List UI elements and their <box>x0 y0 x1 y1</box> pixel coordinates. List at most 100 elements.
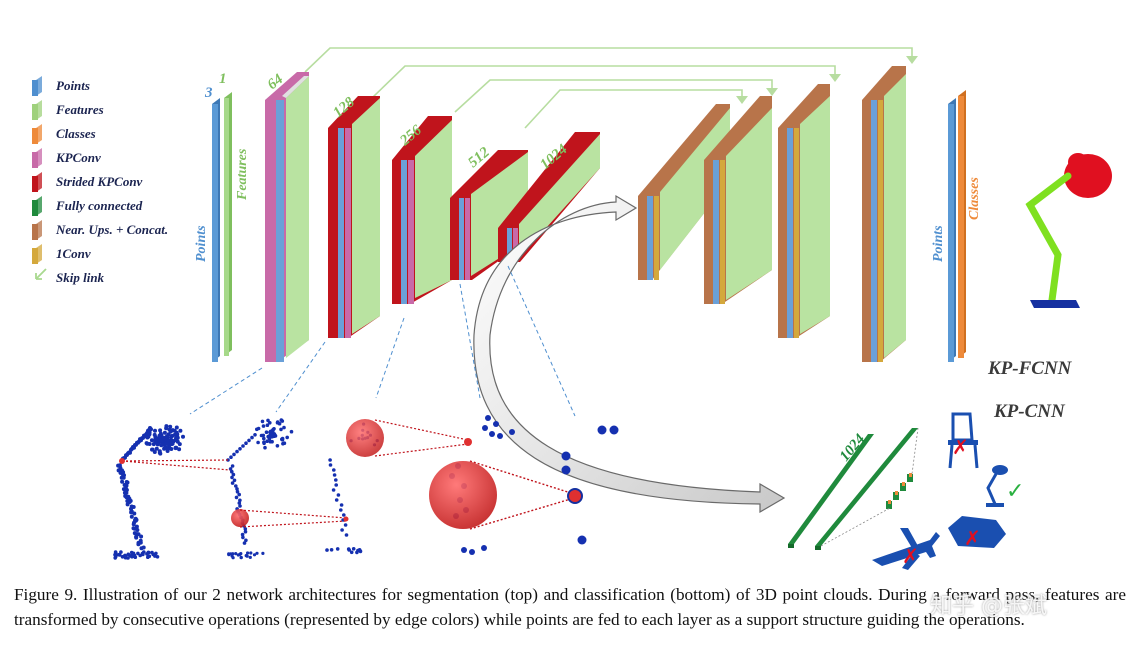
point <box>328 463 333 467</box>
point <box>489 431 495 437</box>
point <box>230 464 235 468</box>
point <box>132 511 137 516</box>
point <box>469 549 475 555</box>
point <box>149 438 154 443</box>
stage-256-block <box>392 116 452 304</box>
point <box>270 439 274 444</box>
point <box>125 502 130 507</box>
point <box>245 554 249 558</box>
point <box>346 547 351 551</box>
point <box>168 424 173 429</box>
point <box>561 451 571 461</box>
point <box>325 548 329 552</box>
point <box>173 445 178 450</box>
point <box>357 548 362 552</box>
kp-cnn-label: KP-CNN <box>993 401 1066 422</box>
point <box>461 547 467 553</box>
point <box>154 551 158 556</box>
skip-links <box>304 47 918 129</box>
point <box>285 435 290 440</box>
point <box>264 430 269 435</box>
decoder-block-4 <box>862 66 906 362</box>
point <box>344 533 349 537</box>
point <box>334 498 339 502</box>
point <box>129 550 134 555</box>
point <box>226 458 230 462</box>
point <box>113 556 117 560</box>
point <box>145 435 150 440</box>
point <box>247 438 251 443</box>
car-icon: ✗ <box>948 516 1006 550</box>
legend-label: Fully connected <box>55 198 143 213</box>
figure-caption: Figure 9. Illustration of our 2 network … <box>14 585 1126 629</box>
point <box>237 501 242 505</box>
point <box>169 447 174 451</box>
point <box>229 552 233 556</box>
point <box>273 434 278 438</box>
point <box>256 426 261 431</box>
point <box>147 442 152 446</box>
point <box>119 550 123 554</box>
point <box>249 551 253 555</box>
point <box>157 433 162 438</box>
point <box>119 475 124 480</box>
point <box>493 421 499 427</box>
watermark: 知乎 @张斌 <box>930 594 1047 619</box>
point <box>232 452 236 457</box>
point <box>162 430 167 435</box>
chair-icon: ✗ <box>948 412 979 469</box>
point <box>336 493 341 497</box>
point <box>165 434 169 439</box>
svg-text:✗: ✗ <box>964 526 981 550</box>
skip-link-swatch <box>35 268 47 280</box>
point <box>253 433 257 437</box>
point <box>164 441 169 446</box>
legend-item: Skip link <box>35 268 105 285</box>
point <box>597 425 607 435</box>
point <box>334 478 338 482</box>
point <box>238 504 242 508</box>
point <box>170 441 175 446</box>
input-features-dim: 1 <box>219 71 227 87</box>
legend-swatch <box>32 176 38 192</box>
point <box>128 450 132 455</box>
point <box>485 415 491 421</box>
point <box>178 428 183 433</box>
point <box>339 503 344 507</box>
point <box>343 523 348 527</box>
point <box>173 438 178 442</box>
legend-item: Strided KPConv <box>32 172 143 192</box>
point <box>289 429 294 434</box>
point <box>242 541 247 545</box>
point <box>169 434 174 439</box>
point <box>231 472 236 477</box>
point <box>340 528 344 532</box>
point <box>123 553 127 558</box>
point <box>263 445 267 450</box>
point <box>164 445 169 450</box>
point <box>248 555 252 560</box>
encoder: 3 1 Points Features 64 128 <box>194 71 600 362</box>
point <box>262 436 266 441</box>
point <box>332 473 337 477</box>
point <box>120 479 125 484</box>
point <box>153 428 157 433</box>
point <box>154 439 158 444</box>
kernel-support <box>119 419 583 530</box>
point <box>275 420 280 424</box>
point <box>230 469 234 474</box>
input-points-dim: 3 <box>204 85 213 101</box>
point <box>234 484 238 488</box>
legend-label: KPConv <box>55 150 101 165</box>
point <box>238 447 242 451</box>
point <box>280 419 285 423</box>
point <box>124 490 129 495</box>
point <box>250 435 254 440</box>
input-points-label: Points <box>194 225 209 262</box>
point <box>262 440 266 445</box>
point <box>234 495 239 500</box>
legend-label: Classes <box>56 126 96 141</box>
point <box>509 429 515 435</box>
point <box>256 440 260 445</box>
